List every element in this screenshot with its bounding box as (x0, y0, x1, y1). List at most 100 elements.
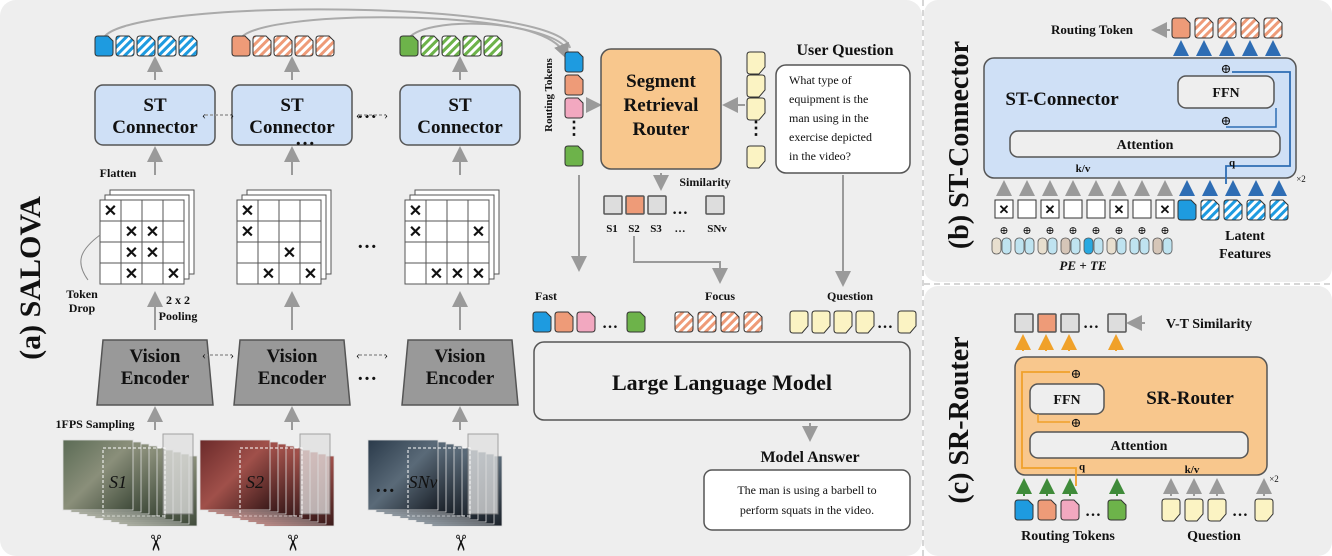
fast-token (554, 311, 574, 333)
hatched-token (1217, 17, 1237, 39)
segment-label: S2 (246, 472, 264, 492)
attention-label: Attention (1117, 138, 1174, 153)
similarity-cell (705, 195, 725, 215)
latent-token-hatched (315, 35, 335, 57)
grid-cell (99, 241, 122, 264)
pe-te-label: PE + TE (1059, 258, 1106, 273)
similarity-label-item: … (675, 223, 686, 235)
residual-path (1225, 71, 1291, 184)
grid-cell (446, 199, 469, 222)
ellipsis: … (357, 231, 377, 253)
routing-token (1171, 17, 1191, 39)
user-question-box (775, 64, 911, 174)
ffn-label: FFN (1212, 86, 1239, 101)
attention-label: Attention (1111, 439, 1168, 454)
ffn-box (1029, 383, 1105, 415)
routing-token-solid (399, 35, 419, 57)
focus-arrow (633, 236, 728, 284)
hatched-token (1240, 17, 1260, 39)
embedding-chip (991, 237, 1002, 255)
residual-path (1226, 108, 1277, 128)
segment-retrieval-router-box (600, 48, 722, 170)
fast-label: Fast (535, 289, 557, 303)
ellipsis: … (1085, 503, 1101, 520)
scissors-icon: ✂ (448, 534, 473, 552)
embedding-chip (1106, 237, 1117, 255)
pos-add: ⊕ (1114, 225, 1123, 237)
similarity-cell (603, 195, 623, 215)
latent-token-hatched (1200, 199, 1220, 221)
question-token (833, 310, 853, 334)
segment-label: SNv (409, 472, 438, 492)
vt-similarity-label: V-T Similarity (1166, 317, 1252, 332)
latent-cell (1063, 199, 1083, 219)
embedding-chip (1014, 237, 1025, 255)
ellipsis: … (375, 475, 395, 497)
routing-token (1177, 199, 1197, 221)
residual-add: ⊕ (1221, 61, 1232, 76)
vision-encoder-box (401, 339, 519, 406)
similarity-label-item: SNv (707, 223, 727, 235)
arrowhead: › (230, 108, 234, 122)
ellipsis: … (602, 315, 618, 332)
kv-label: k/v (1185, 464, 1200, 476)
grid-cell (99, 220, 122, 243)
grid-cell (467, 199, 490, 222)
grid-cell (299, 220, 322, 243)
pos-add: ⊕ (1137, 225, 1146, 237)
routing-token (1014, 499, 1034, 521)
segment-outline (407, 447, 471, 517)
grid-cell (446, 220, 469, 243)
dropped-token-mark: ✕ (999, 202, 1010, 217)
dropped-token-mark: ✕ (241, 203, 254, 220)
dropped-token-mark: ✕ (304, 266, 317, 283)
similarity-cell (647, 195, 667, 215)
question-token (897, 310, 917, 334)
pos-add: ⊕ (999, 225, 1008, 237)
embedding-chip (1129, 237, 1140, 255)
token-drop-pointer (80, 234, 101, 281)
latent-token-hatched (157, 35, 177, 57)
arrowhead: › (384, 108, 388, 122)
st-connector-box (231, 84, 353, 146)
hatched-token (1263, 17, 1283, 39)
question-token (1207, 498, 1227, 522)
question-token (746, 51, 766, 75)
residual-add: ⊕ (1071, 366, 1082, 381)
ellipsis: … (672, 201, 688, 218)
video-frame (199, 439, 271, 511)
routing-curve-2 (239, 16, 569, 53)
grid-cell (162, 199, 185, 222)
similarity-cell (1060, 313, 1080, 333)
question-token (746, 97, 766, 121)
dropped-token-mark: ✕ (125, 245, 138, 262)
question-token (789, 310, 809, 334)
grid-cell (141, 262, 164, 285)
latent-token-hatched (441, 35, 461, 57)
grid-cell (299, 241, 322, 264)
embedding-chip (1139, 237, 1150, 255)
latent-token-hatched (136, 35, 156, 57)
attention-box (1009, 130, 1281, 158)
latent-token-hatched (420, 35, 440, 57)
dropped-token-mark: ✕ (1160, 202, 1171, 217)
focus-token (674, 311, 694, 333)
embedding-chip (1152, 237, 1163, 255)
latent-token-hatched (294, 35, 314, 57)
latent-token-hatched (178, 35, 198, 57)
video-frame (367, 439, 439, 511)
dropped-token-mark: ✕ (262, 266, 275, 283)
dropped-token-mark: ✕ (125, 224, 138, 241)
similarity-label-item: S3 (650, 223, 662, 235)
segment-boundary-frame (162, 433, 194, 515)
latent-token-hatched (1269, 199, 1289, 221)
q-label: q (1079, 461, 1086, 473)
repeat-label: ×2 (1296, 174, 1306, 184)
embedding-chip (1047, 237, 1058, 255)
grid-cell (425, 241, 448, 264)
question-token (811, 310, 831, 334)
sr-router-block-label: SR-Router (1146, 388, 1234, 409)
